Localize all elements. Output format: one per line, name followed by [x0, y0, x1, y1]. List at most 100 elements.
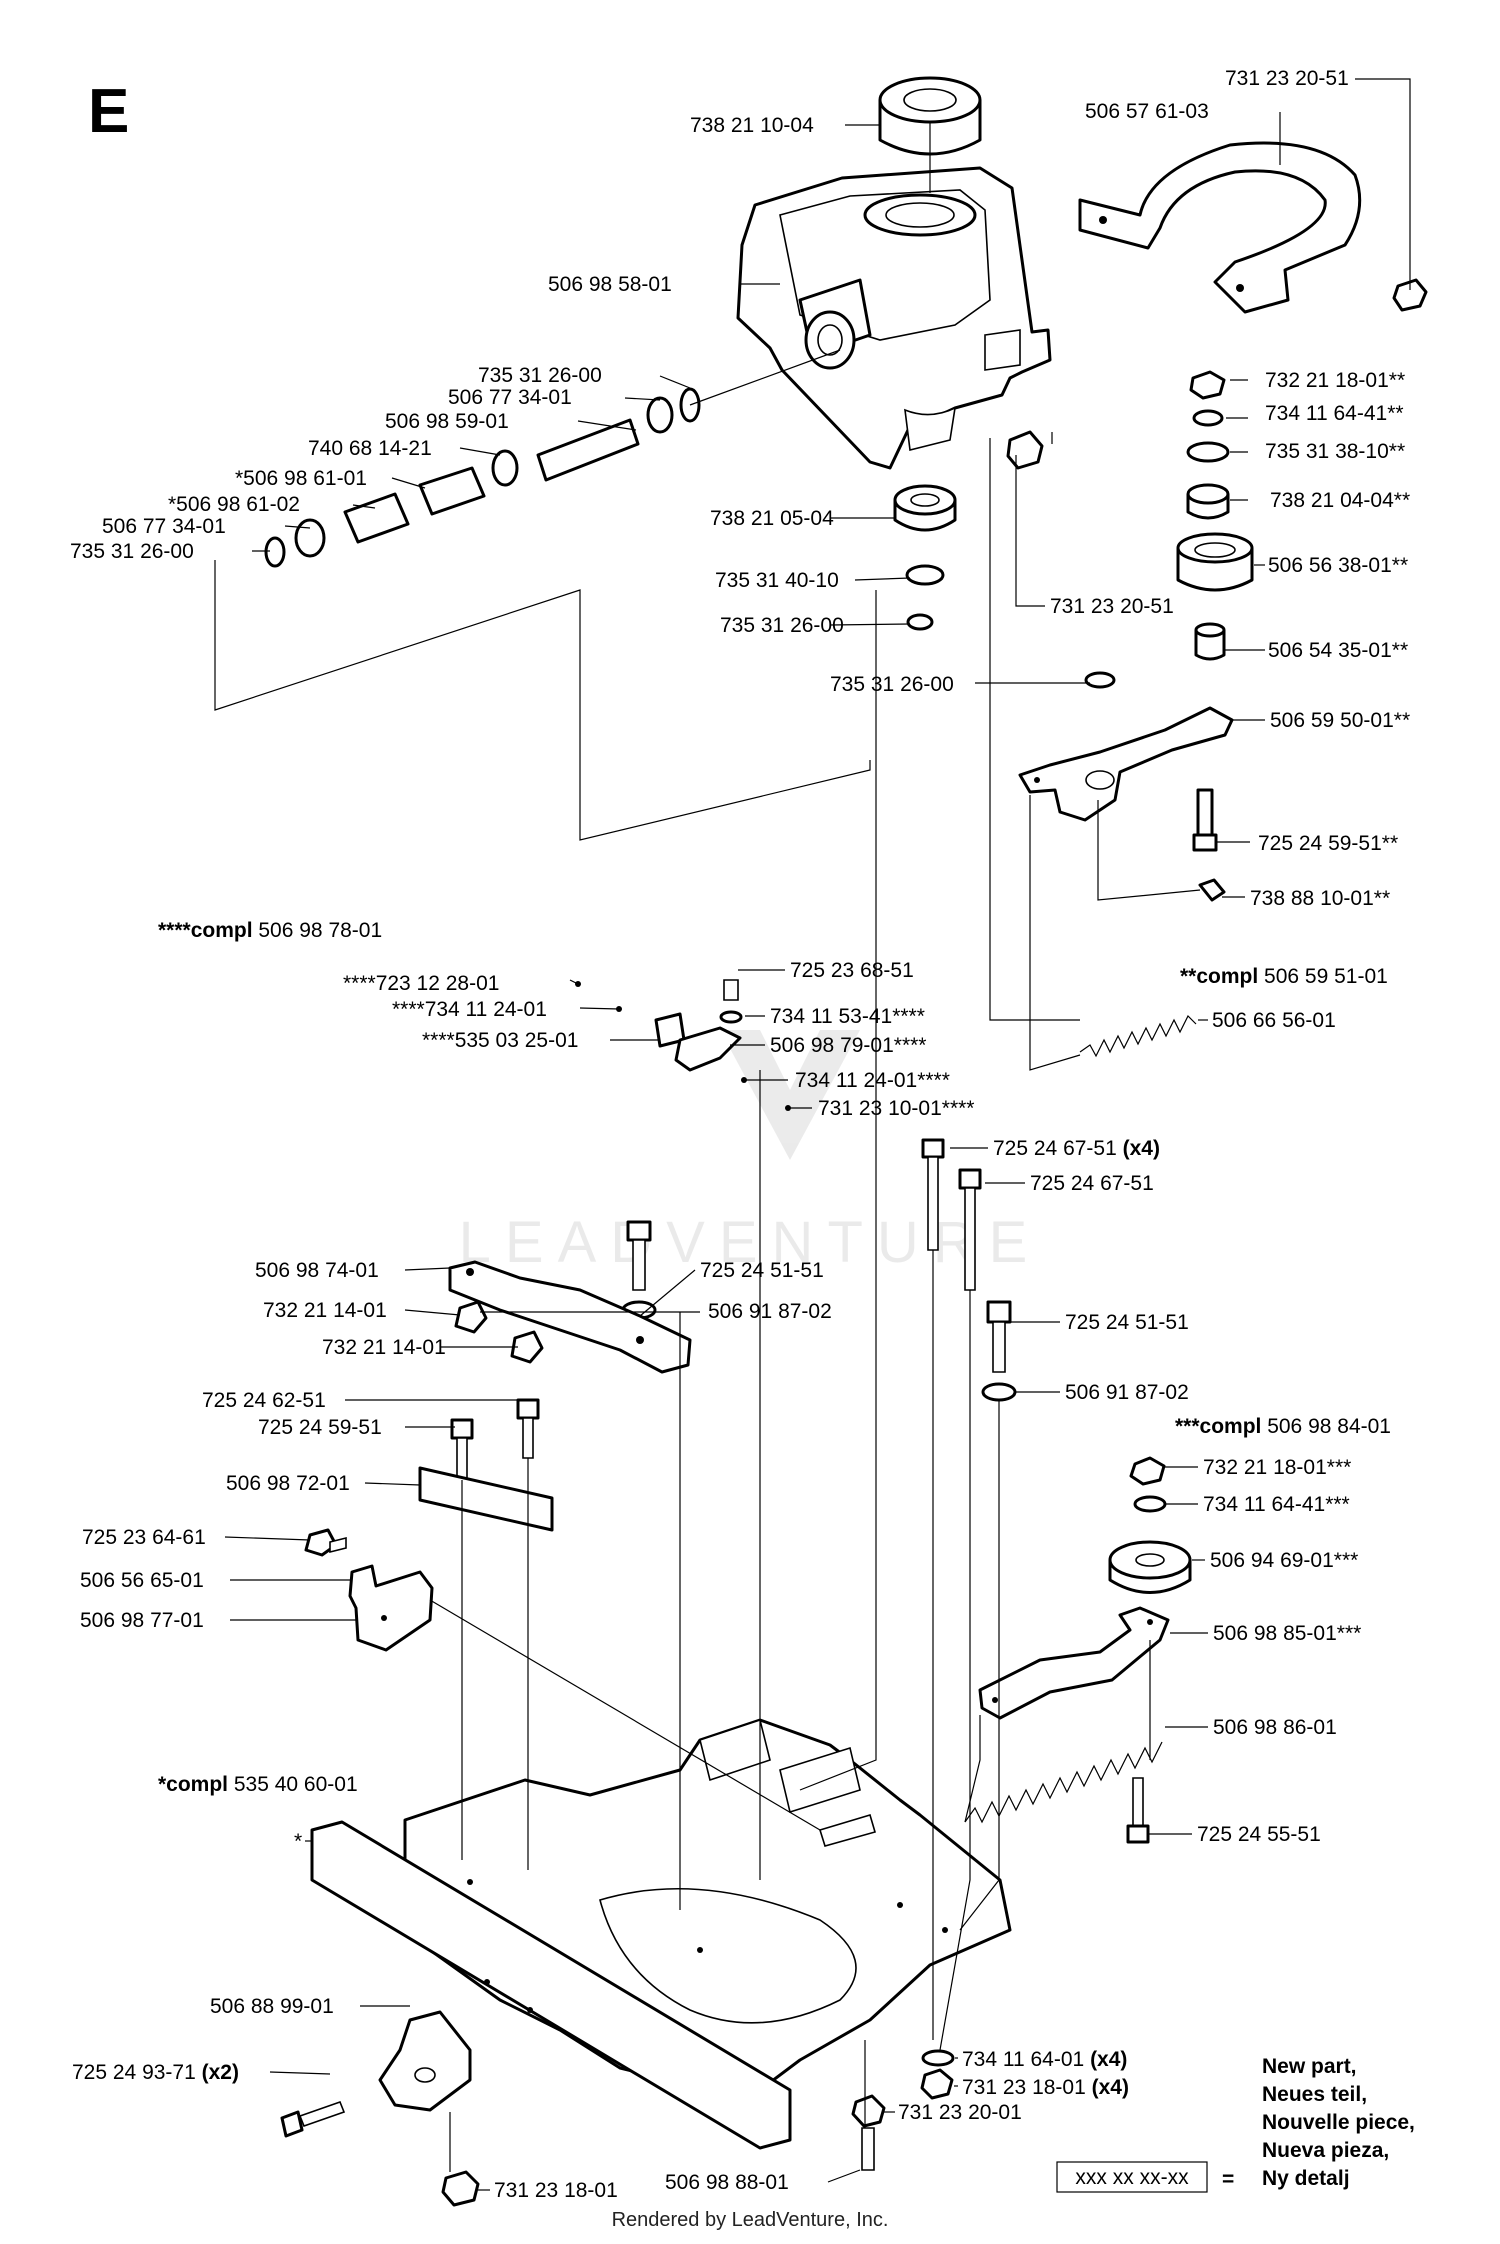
label-p07: 506 98 59-01	[385, 410, 509, 433]
label-p35: 506 66 56-01	[1212, 1009, 1336, 1032]
legend-placeholder-text: xxx xx xx-xx	[1075, 2166, 1189, 2189]
label-p15: 735 31 26-00	[720, 614, 844, 637]
label-p03: 738 21 10-04	[690, 114, 814, 137]
label-p57: *	[294, 1830, 302, 1853]
label-p44: 506 91 87-02	[1065, 1381, 1189, 1404]
new-part-legend: xxx xx xx-xx = New part, Neues teil, Nou…	[1056, 2055, 1415, 2193]
label-p04: 506 98 58-01	[548, 273, 672, 296]
leadventure-watermark: LEADVENTURE	[459, 1030, 1027, 1275]
label-p32: 506 98 79-01****	[770, 1034, 926, 1057]
switch-assembly-illustration	[575, 979, 791, 1111]
legend-placeholder-box	[1056, 2161, 1208, 2193]
label-p47: 506 98 72-01	[226, 1472, 350, 1495]
label-p12: 735 31 26-00	[70, 540, 194, 563]
label-p63: 731 23 18-01	[494, 2179, 618, 2202]
label-p58: 506 88 99-01	[210, 1995, 334, 2018]
label-p56: 725 24 55-51	[1197, 1823, 1321, 1846]
bolt-washer-right-illustration	[981, 1300, 1017, 1402]
mounting-plate-illustration	[448, 1260, 692, 1374]
tension-arm-illustration	[1018, 706, 1234, 902]
legend-equals: =	[1222, 2168, 1234, 2191]
label-p51: 506 94 69-01***	[1210, 1549, 1358, 1572]
label-p01: 731 23 20-51	[1225, 67, 1349, 90]
front-bumper-illustration	[310, 1820, 792, 2150]
label-p18: 734 11 64-41**	[1265, 402, 1404, 425]
label-p30: 734 11 53-41****	[770, 1005, 925, 1028]
leader-lines	[214, 78, 1411, 2191]
label-p54: 506 98 85-01***	[1213, 1622, 1361, 1645]
gearbox-housing-illustration	[736, 166, 1052, 470]
spring-small-illustration	[1079, 1014, 1197, 1058]
label-p59: 734 11 64-01 (x4)	[962, 2048, 1127, 2071]
label-p09: *506 98 61-01	[235, 467, 367, 490]
label-p55: 506 98 86-01	[1213, 1716, 1337, 1739]
label-p52: 506 56 65-01	[80, 1569, 204, 1592]
label-p50: 725 23 64-61	[82, 1526, 206, 1549]
label-p39: 725 24 51-51	[700, 1259, 824, 1282]
label-p60: 725 24 93-71 (x2)	[72, 2061, 239, 2084]
label-p06: 506 77 34-01	[448, 386, 572, 409]
label-p22: 506 54 35-01**	[1268, 639, 1408, 662]
legend-line-5: Ny detalj	[1262, 2167, 1350, 2190]
belt-pulley-stack-illustration	[978, 1456, 1192, 1720]
label-p46: 725 24 59-51	[258, 1416, 382, 1439]
bracket-small-illustration	[304, 1528, 434, 1652]
label-p36: 725 24 67-51 (x4)	[993, 1137, 1160, 1160]
section-letter: E	[88, 77, 129, 146]
kit-k3-label: ***compl 506 98 84-01	[1175, 1415, 1391, 1438]
label-p26: 738 88 10-01**	[1250, 887, 1390, 910]
label-p23: 735 31 26-00	[830, 673, 954, 696]
watermark-logo-icon	[720, 1030, 860, 1160]
bumper-bracket-illustration	[280, 2010, 472, 2138]
label-p11: 506 77 34-01	[102, 515, 226, 538]
legend-line-2: Neues teil,	[1262, 2083, 1367, 2106]
legend-line-1: New part,	[1262, 2055, 1357, 2078]
label-p64: 506 98 88-01	[665, 2171, 789, 2194]
label-p38: 506 98 74-01	[255, 1259, 379, 1282]
label-p43: 725 24 51-51	[1065, 1311, 1189, 1334]
legend-line-3: Nouvelle piece,	[1262, 2111, 1415, 2134]
label-p41: 506 91 87-02	[708, 1300, 832, 1323]
label-p29: ****734 11 24-01	[392, 998, 547, 1021]
label-p49: 734 11 64-41***	[1203, 1493, 1350, 1516]
lower-bearing-illustration	[893, 484, 957, 631]
label-p31: ****535 03 25-01	[422, 1029, 578, 1052]
label-p27: ****723 12 28-01	[343, 972, 499, 995]
label-p20: 738 21 04-04**	[1270, 489, 1410, 512]
legend-line-4: Nueva pieza,	[1262, 2139, 1389, 2162]
label-p08: 740 68 14-21	[308, 437, 432, 460]
tension-spring-illustration	[964, 1741, 1163, 1824]
label-p10: *506 98 61-02	[168, 493, 300, 516]
label-p25: 725 24 59-51**	[1258, 832, 1398, 855]
label-p40: 732 21 14-01	[263, 1299, 387, 1322]
label-p61: 731 23 18-01 (x4)	[962, 2076, 1129, 2099]
kit-k4-label: ****compl 506 98 78-01	[158, 919, 382, 942]
label-p14: 735 31 40-10	[715, 569, 839, 592]
label-p48: 732 21 18-01***	[1203, 1456, 1351, 1479]
label-p62: 731 23 20-01	[898, 2101, 1022, 2124]
kit-k2-label: **compl 506 59 51-01	[1180, 965, 1388, 988]
bolt-lower-right-illustration	[1126, 1777, 1150, 1844]
label-p21: 506 56 38-01**	[1268, 554, 1408, 577]
nut-housing-illustration	[1006, 430, 1044, 470]
belt-guard-bracket-illustration	[1078, 141, 1362, 314]
tension-pulley-stack-illustration	[1084, 370, 1254, 689]
label-p34: 731 23 10-01****	[818, 1097, 974, 1120]
part-labels: 731 23 20-51 506 57 61-03 738 21 10-04 5…	[70, 67, 1410, 2202]
label-p17: 732 21 18-01**	[1265, 369, 1405, 392]
label-p05: 735 31 26-00	[478, 364, 602, 387]
label-p13: 738 21 05-04	[710, 507, 834, 530]
label-p53: 506 98 77-01	[80, 1609, 204, 1632]
footer-credit: Rendered by LeadVenture, Inc.	[612, 2209, 889, 2231]
label-p16: 731 23 20-51	[1050, 595, 1174, 618]
lower-nuts-illustration	[441, 2049, 955, 2207]
label-p42: 732 21 14-01	[322, 1336, 446, 1359]
label-p33: 734 11 24-01****	[795, 1069, 950, 1092]
label-p45: 725 24 62-51	[202, 1389, 326, 1412]
nut-right-illustration	[1392, 278, 1428, 312]
label-p02: 506 57 61-03	[1085, 100, 1209, 123]
label-p28: 725 23 68-51	[790, 959, 914, 982]
kit-k1-label: *compl 535 40 60-01	[158, 1773, 358, 1796]
